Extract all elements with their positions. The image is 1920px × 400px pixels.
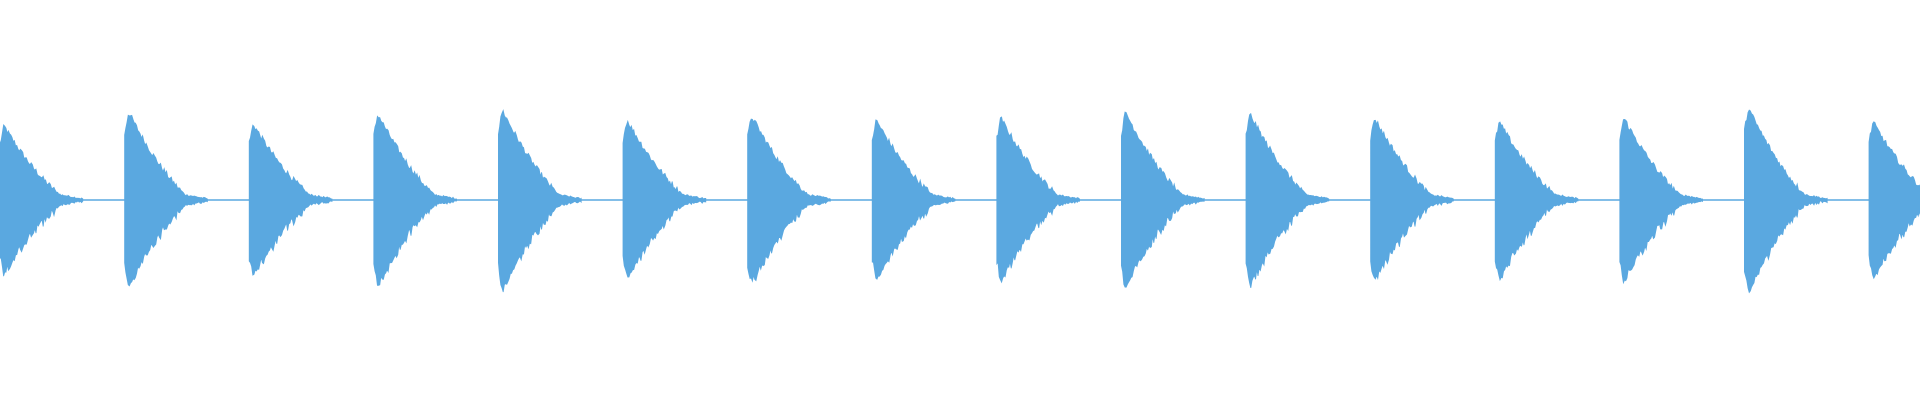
waveform-pulse [747,118,831,283]
waveform-pulse [1744,109,1828,294]
waveform-pulse [1245,112,1330,288]
waveform-pulse [871,119,956,280]
waveform-pulse [373,115,457,286]
waveform-pulse [498,109,582,293]
waveform-pulse [996,116,1080,284]
waveform-pulse [1868,121,1920,280]
waveform-pulse [1370,119,1454,281]
waveform-pulse [1619,118,1703,285]
waveform-pulse [622,119,707,278]
waveform-pulse [1494,121,1579,282]
waveform-pulse [1121,111,1205,288]
waveform-pulse [248,124,333,276]
waveform-pulse [124,114,208,287]
waveform-pulses [0,109,1920,294]
waveform-pulse [0,124,84,277]
